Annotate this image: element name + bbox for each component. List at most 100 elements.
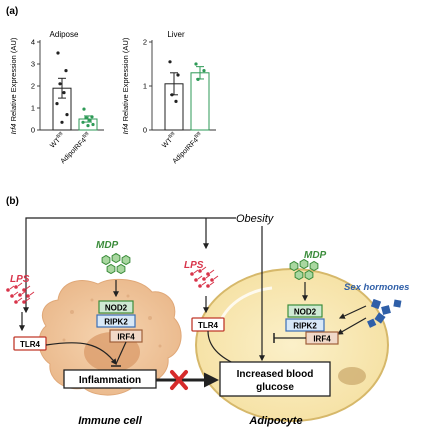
lps-tail	[209, 281, 215, 286]
lps-tail	[213, 275, 219, 280]
lps-molecule	[198, 269, 202, 273]
data-point	[170, 93, 174, 97]
mdp-molecule	[304, 269, 314, 281]
lps-label-adipocyte: LPS	[184, 260, 204, 271]
bar	[190, 72, 210, 131]
sex-hormone-molecules	[367, 298, 402, 328]
lps-tail	[17, 297, 23, 302]
y-axis-label: Irf4 Relative Expression (AU)	[121, 37, 130, 134]
data-point	[62, 91, 66, 95]
lps-molecules-immune	[6, 282, 35, 304]
lps-molecule	[14, 300, 18, 304]
mdp-molecule	[309, 260, 319, 272]
increased-blood-glucose-line1: Increased blood	[237, 369, 314, 380]
tlr4-label-adipocyte: TLR4	[198, 321, 219, 330]
data-point	[196, 77, 200, 81]
x-tick-label: WTfl/fl	[160, 131, 179, 150]
data-point	[60, 120, 64, 124]
lps-tail	[205, 274, 211, 279]
lps-tail	[25, 285, 31, 290]
lps-tail	[21, 290, 27, 295]
ripk2-label-immune: RIPK2	[104, 318, 128, 327]
sex-hormones-arrow-1	[338, 305, 367, 319]
mdp-molecule	[294, 269, 304, 281]
lps-tail	[201, 281, 207, 286]
data-point	[56, 51, 60, 55]
y-tick-label: 0	[31, 126, 35, 135]
y-tick-label: 1	[143, 82, 147, 91]
panel-a-label: (a)	[6, 6, 18, 17]
lps-molecule	[22, 288, 26, 292]
lps-molecule	[26, 294, 30, 298]
y-tick-label: 1	[31, 104, 35, 113]
lps-tail	[25, 297, 31, 302]
inflammation-label: Inflammation	[79, 375, 141, 386]
tlr4-to-inflammation-arrow	[45, 342, 117, 365]
data-point	[58, 82, 62, 86]
data-point	[88, 118, 92, 122]
mdp-label-immune: MDP	[96, 240, 119, 251]
mdp-molecule	[101, 254, 111, 266]
obesity-label: Obesity	[236, 213, 275, 225]
adipocyte-highlight	[220, 286, 273, 319]
lps-molecule	[6, 288, 10, 292]
lps-molecule	[202, 277, 206, 281]
mdp-molecule	[299, 258, 309, 270]
data-point	[65, 113, 69, 117]
lps-tail	[13, 291, 19, 296]
irf4-label-adipocyte: IRF4	[313, 335, 331, 344]
lps-tail	[17, 282, 23, 287]
y-tick-label: 0	[143, 126, 147, 135]
y-tick-label: 2	[31, 82, 35, 91]
lps-molecule	[194, 278, 198, 282]
mdp-molecule	[116, 263, 126, 275]
y-tick-label: 3	[31, 60, 35, 69]
increased-blood-glucose-box	[219, 361, 331, 397]
lps-molecule	[18, 293, 22, 297]
data-point	[194, 62, 198, 66]
lps-tail	[201, 266, 207, 271]
data-point	[91, 122, 95, 127]
increased-blood-glucose-line2: glucose	[256, 382, 294, 393]
data-point	[176, 73, 180, 77]
chart-title: Liver	[167, 30, 185, 39]
nod2-label-immune: NOD2	[105, 304, 128, 313]
nod2-box-adipocyte	[287, 304, 323, 318]
lps-molecules-adipocyte	[190, 266, 219, 288]
lps-molecule	[210, 278, 214, 282]
lps-molecule	[206, 272, 210, 276]
irf4-label-immune: IRF4	[117, 333, 135, 342]
y-tick-label: 4	[31, 38, 35, 47]
lps-tail	[29, 291, 35, 296]
irf4-inhibits-inflammation	[115, 341, 127, 365]
tlr4-box-immune	[13, 336, 47, 351]
data-point	[82, 107, 86, 111]
data-point	[168, 60, 172, 64]
lps-tail	[9, 285, 15, 290]
adipocyte-nucleus	[338, 367, 366, 385]
lps-molecule	[198, 284, 202, 288]
blocked-cross-icon	[170, 370, 188, 390]
lps-molecule	[206, 284, 210, 288]
mdp-molecule	[106, 263, 116, 275]
sex-hormones-label: Sex hormones	[344, 282, 409, 293]
data-point	[81, 120, 85, 124]
mdp-molecule	[121, 254, 131, 266]
mdp-label-adipocyte: MDP	[304, 250, 327, 261]
mdp-molecules-adipocyte	[289, 258, 319, 281]
ripk2-box-immune	[96, 314, 136, 328]
data-point	[55, 102, 59, 106]
mdp-molecule	[289, 260, 299, 272]
ripk2-label-adipocyte: RIPK2	[293, 322, 317, 331]
mdp-molecule	[111, 252, 121, 264]
lps-label-immune: LPS	[10, 274, 30, 285]
data-point	[86, 124, 90, 128]
lps-tail	[193, 269, 199, 274]
nod2-box-immune	[98, 300, 134, 314]
x-tick-label: WTfl/fl	[48, 131, 67, 150]
lps-tail	[197, 275, 203, 280]
mdp-molecules-immune	[101, 252, 131, 275]
